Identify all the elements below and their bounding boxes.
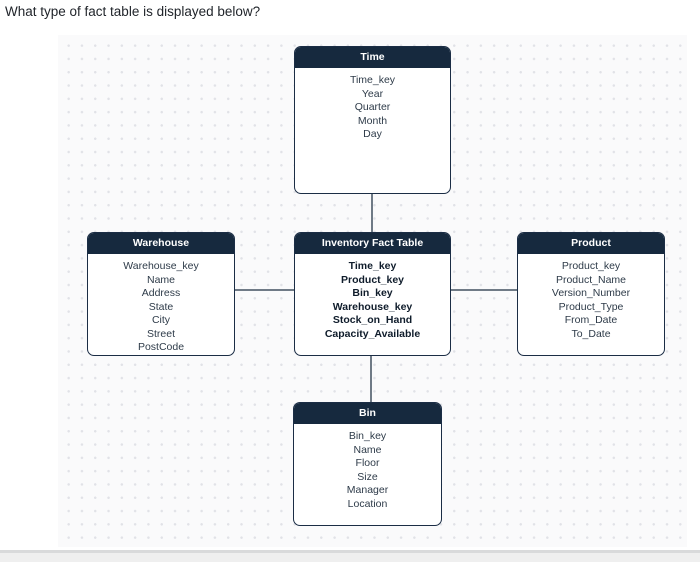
entity-field: Quarter xyxy=(354,101,391,113)
entity-field: Warehouse_key xyxy=(332,300,413,313)
entity-field: Time_key xyxy=(349,74,396,86)
footer-bar xyxy=(0,553,700,562)
connector-fact-product xyxy=(450,289,518,291)
entity-field: State xyxy=(148,300,174,313)
entity-field: Address xyxy=(141,287,181,299)
entity-field: Bin_key xyxy=(348,430,387,442)
entity-field: Size xyxy=(357,470,378,483)
footer-divider xyxy=(0,550,700,553)
entity-field: Product_Type xyxy=(558,300,624,313)
connector-warehouse-fact xyxy=(234,289,295,291)
entity-field: Time_key xyxy=(348,260,397,272)
entity-inventory-fact-table-title: Inventory Fact Table xyxy=(295,233,450,254)
connector-fact-bin xyxy=(370,355,372,403)
entity-field: From_Date xyxy=(564,314,618,326)
entity-field: Location xyxy=(347,497,388,510)
entity-field: Street xyxy=(146,327,175,340)
question-text: What type of fact table is displayed bel… xyxy=(5,4,261,19)
entity-field: Name xyxy=(146,273,175,286)
connector-time-fact xyxy=(371,193,373,233)
entity-field: Month xyxy=(357,114,388,127)
entity-field: Warehouse_key xyxy=(123,260,199,272)
entity-field: Year xyxy=(361,87,384,100)
entity-field: Day xyxy=(363,128,382,140)
entity-field: Capacity_Available xyxy=(324,327,421,340)
entity-field: Product_key xyxy=(561,260,621,272)
entity-bin-title: Bin xyxy=(294,403,441,424)
entity-field: Version_Number xyxy=(551,287,631,299)
entity-field: To_Date xyxy=(571,327,611,340)
entity-field: City xyxy=(151,314,171,326)
entity-field: Name xyxy=(353,443,382,456)
entity-warehouse-title: Warehouse xyxy=(88,233,234,254)
entity-field: Manager xyxy=(346,484,389,496)
entity-field: PostCode xyxy=(137,341,185,353)
entity-time-title: Time xyxy=(295,47,450,68)
entity-product-title: Product xyxy=(518,233,664,254)
entity-field: Bin_key xyxy=(352,287,393,299)
entity-field: Stock_on_Hand xyxy=(332,314,413,326)
entity-field: Floor xyxy=(355,457,380,469)
entity-field: Product_key xyxy=(340,273,405,286)
entity-field: Product_Name xyxy=(555,273,627,286)
